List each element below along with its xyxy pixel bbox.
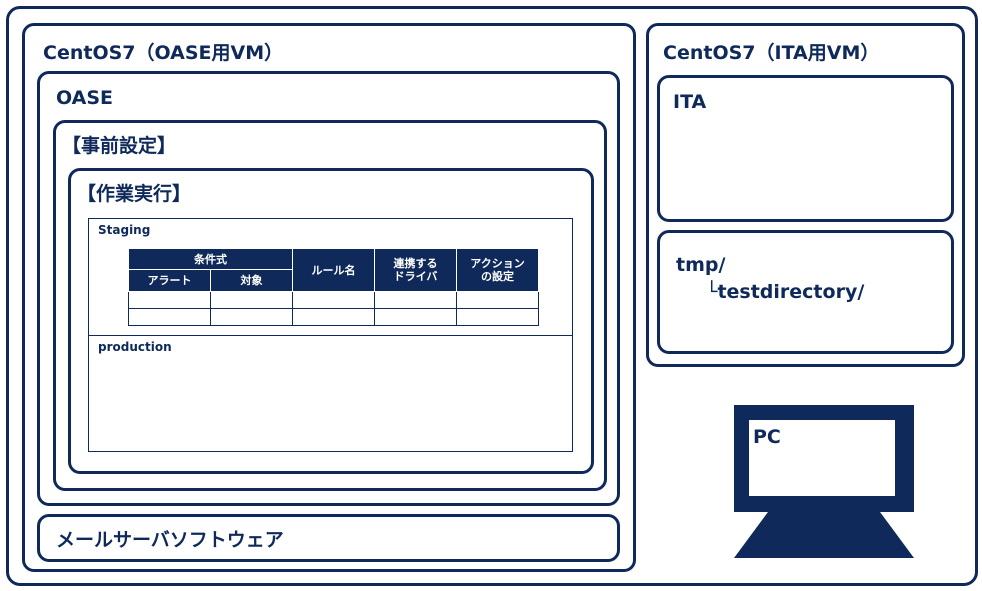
mail-server-box: メールサーバソフトウェア: [37, 514, 620, 562]
pc-stand-icon: [734, 512, 914, 558]
production-label: production: [98, 340, 172, 354]
driver-header: 連携する ドライバ: [374, 248, 457, 292]
target-header: 対象: [210, 269, 293, 292]
directory-box: tmp/ └testdirectory/: [657, 230, 954, 354]
table-cell: [374, 308, 457, 326]
staging-panel: Staging 条件式 ルール名 連携する ドライバ アクション の設定 アラー…: [88, 218, 573, 336]
ita-box: ITA: [657, 75, 954, 222]
table-cell: [128, 291, 211, 309]
table-cell: [292, 291, 375, 309]
rule-name-header: ルール名: [292, 248, 375, 292]
presetting-title: 【事前設定】: [62, 135, 177, 157]
table-cell: [374, 291, 457, 309]
action-header: アクション の設定: [456, 248, 539, 292]
ita-label: ITA: [673, 91, 707, 113]
oase-title: OASE: [56, 87, 114, 109]
rule-table: 条件式 ルール名 連携する ドライバ アクション の設定 アラート 対象: [128, 248, 539, 326]
table-cell: [292, 308, 375, 326]
table-cell: [210, 291, 293, 309]
condition-header: 条件式: [128, 248, 293, 270]
staging-label: Staging: [98, 223, 151, 237]
testdirectory-label: └testdirectory/: [706, 281, 865, 303]
alert-header: アラート: [128, 269, 211, 292]
table-cell: [128, 308, 211, 326]
table-cell: [210, 308, 293, 326]
ita-vm-title: CentOS7（ITA用VM）: [663, 42, 880, 64]
tmp-directory-label: tmp/: [676, 254, 726, 276]
table-cell: [456, 291, 539, 309]
table-cell: [456, 308, 539, 326]
pc-monitor-icon: PC: [734, 405, 914, 512]
pc-screen: PC: [749, 420, 895, 496]
table-row: [128, 291, 539, 309]
production-panel: production: [88, 335, 573, 452]
execution-title: 【作業実行】: [77, 183, 192, 205]
oase-vm-title: CentOS7（OASE用VM）: [43, 42, 284, 64]
mail-server-label: メールサーバソフトウェア: [56, 529, 284, 551]
table-row: [128, 308, 539, 326]
pc-label: PC: [753, 426, 781, 448]
